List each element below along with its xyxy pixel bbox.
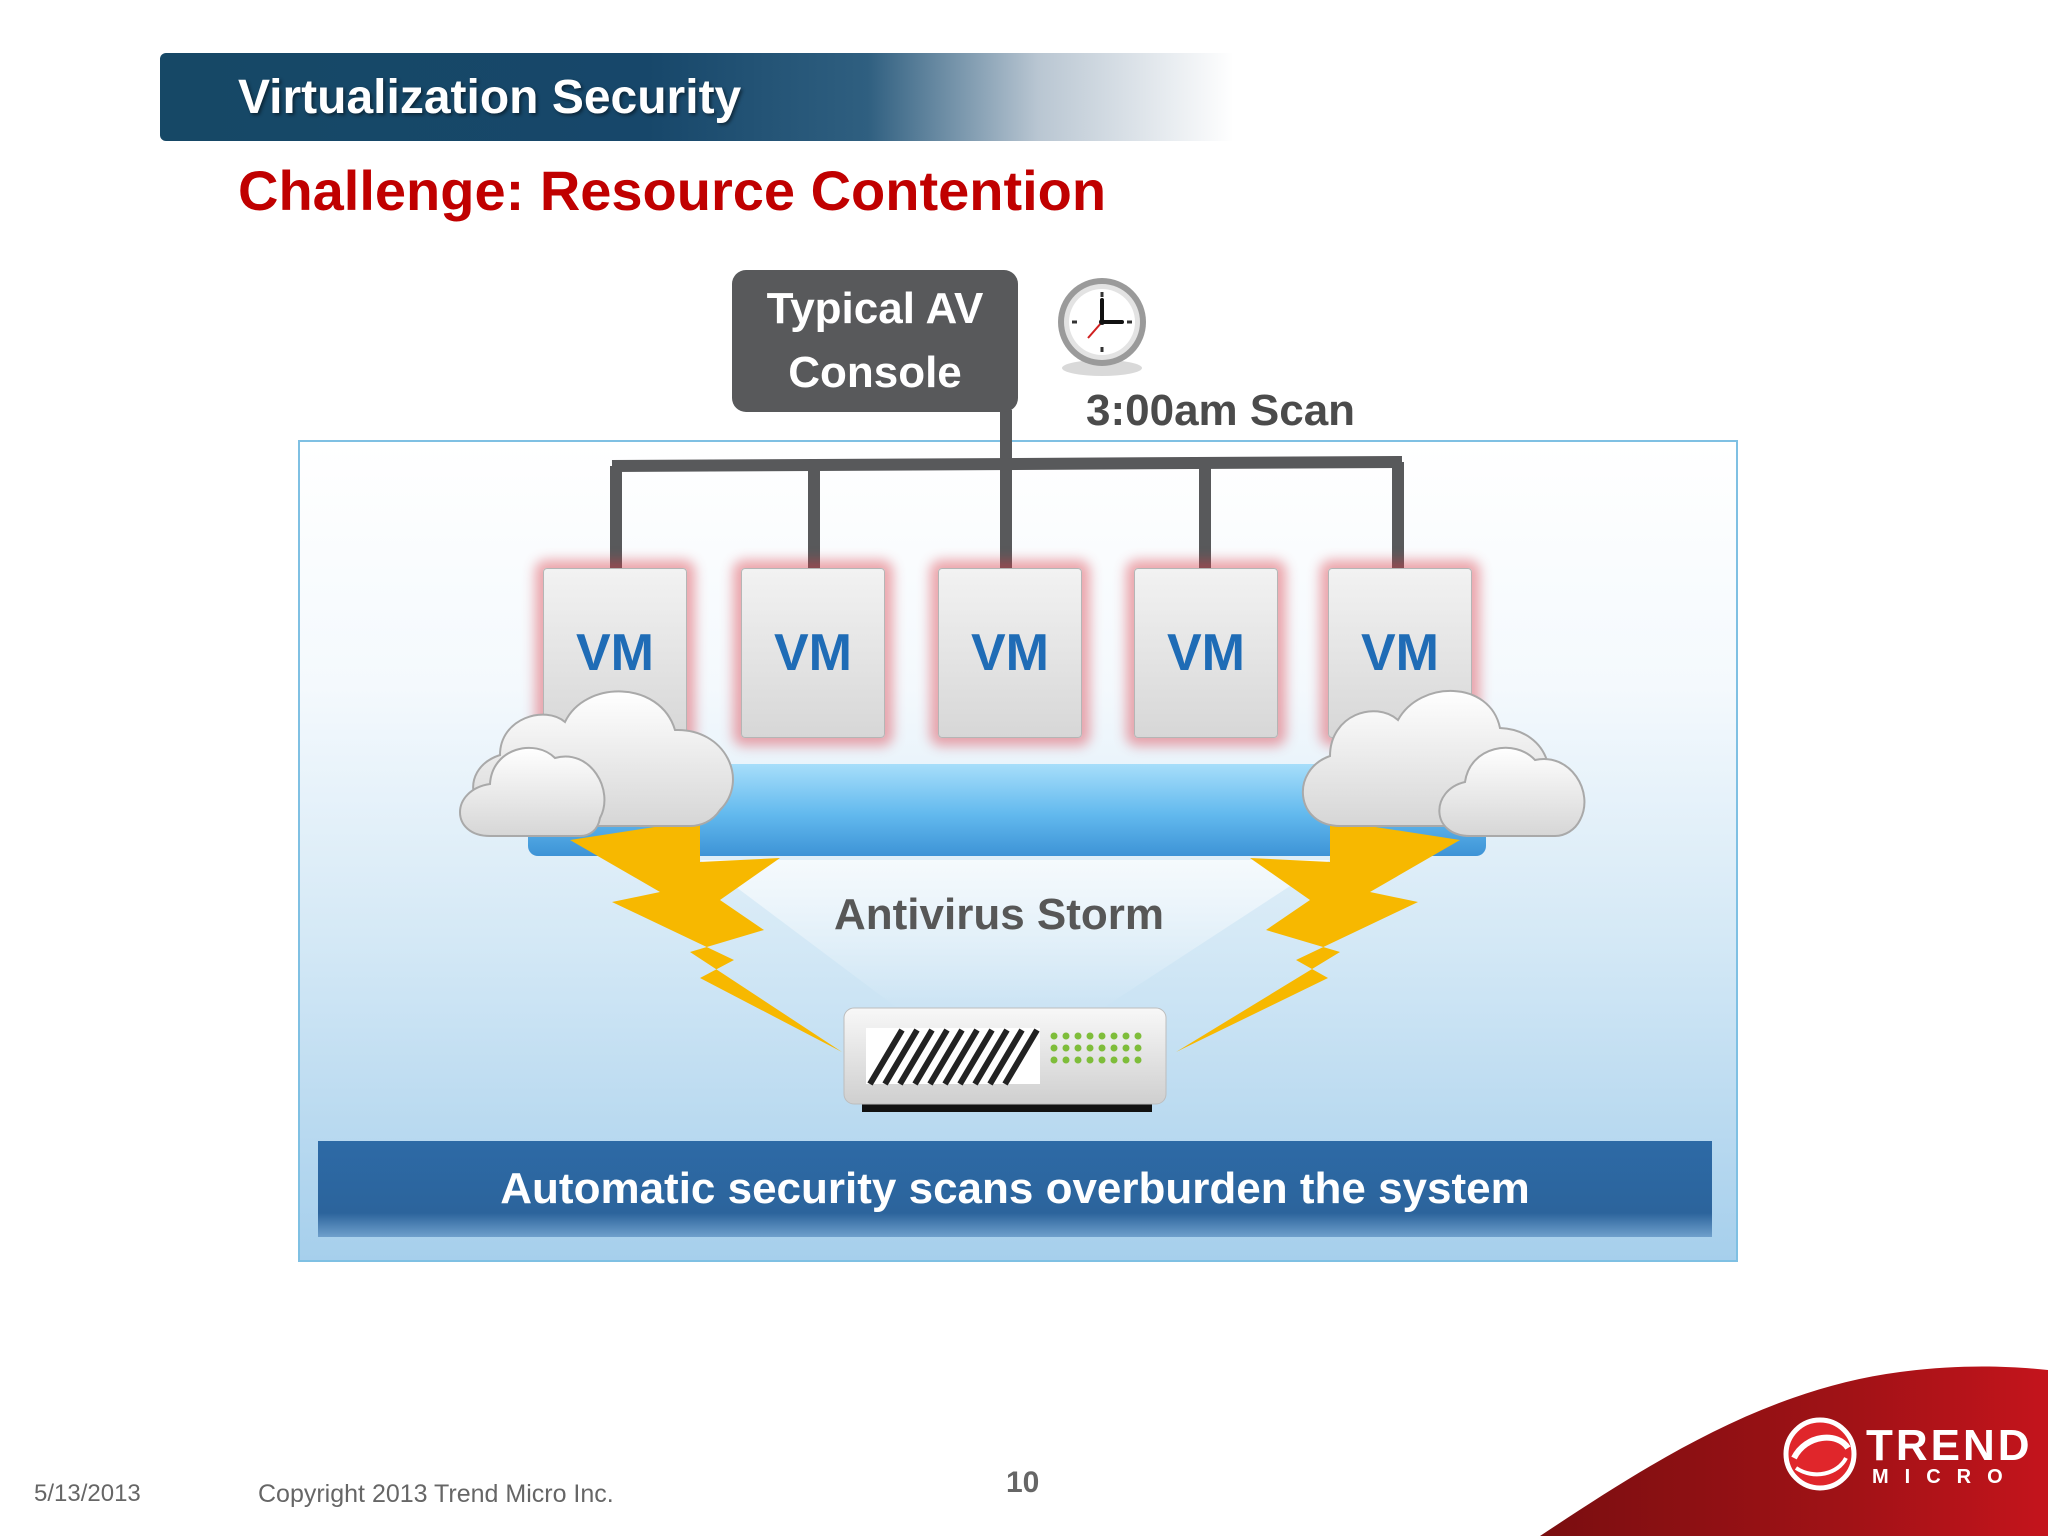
cloud-icon [1302, 689, 1586, 837]
logo-wordmark: TREND [1866, 1421, 2033, 1470]
slide-subtitle: Challenge: Resource Contention [238, 159, 1107, 222]
footer-copyright: Copyright 2013 Trend Micro Inc. [258, 1480, 614, 1508]
storm-beam [700, 860, 1330, 1010]
antivirus-storm-label: Antivirus Storm [834, 890, 1165, 939]
clock-icon [1058, 278, 1146, 376]
console-label-line2: Console [788, 348, 962, 397]
logo-submark: MICRO [1872, 1466, 2019, 1488]
footer-date: 5/13/2013 [34, 1480, 141, 1507]
server-appliance-icon [843, 1007, 1167, 1112]
trend-micro-logo-icon [1783, 1417, 1857, 1491]
page-number: 10 [1006, 1466, 1040, 1499]
lightning-icon [1176, 820, 1460, 1052]
av-console-box: Typical AV Console [732, 270, 1018, 412]
section-title: Virtualization Security [238, 71, 742, 124]
host-platform-bar [528, 764, 1486, 856]
caption-text: Automatic security scans overburden the … [500, 1164, 1530, 1213]
scan-time-label: 3:00am Scan [1086, 386, 1356, 435]
header-band [160, 53, 1380, 141]
console-label-line1: Typical AV [766, 284, 984, 333]
vm-box: VM [938, 568, 1082, 738]
lightning-icon [570, 820, 842, 1052]
vm-box: VM [741, 568, 885, 738]
vm-box: VM [1134, 568, 1278, 738]
cloud-icon [459, 690, 734, 837]
connector-lines [610, 410, 1404, 568]
caption-bar: Automatic security scans overburden the … [318, 1141, 1712, 1237]
